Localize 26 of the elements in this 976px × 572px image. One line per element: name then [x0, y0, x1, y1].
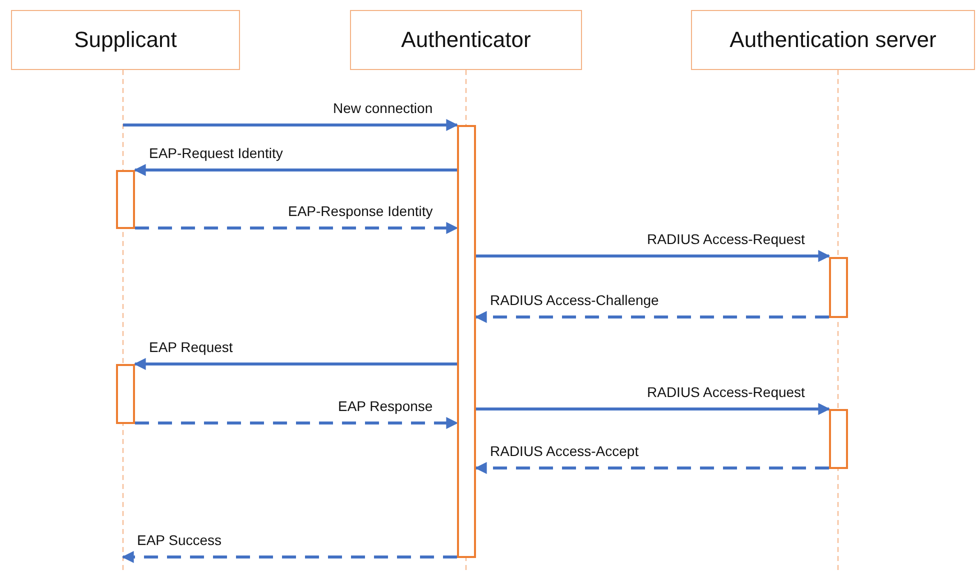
edge-label: RADIUS Access-Request — [645, 384, 807, 401]
participant-box: Supplicant — [11, 10, 240, 70]
participant-box: Authentication server — [691, 10, 975, 70]
arrow — [474, 311, 829, 323]
edge-label: RADIUS Access-Accept — [488, 443, 641, 460]
edge-label: EAP Response — [336, 398, 435, 415]
arrow — [134, 164, 457, 176]
arrow — [122, 551, 457, 563]
edge-label: EAP-Request Identity — [147, 145, 285, 162]
arrow — [135, 222, 458, 234]
arrow — [123, 119, 458, 131]
edge-label: EAP Request — [147, 339, 235, 356]
activation-bar — [829, 257, 848, 318]
edge-label: RADIUS Access-Challenge — [488, 292, 661, 309]
activation-bar — [457, 125, 476, 558]
arrow — [474, 462, 829, 474]
arrow — [135, 417, 458, 429]
activation-bar — [829, 409, 848, 469]
arrow — [134, 358, 457, 370]
arrow — [476, 403, 830, 415]
activation-bar — [116, 170, 135, 229]
participant-box: Authenticator — [350, 10, 582, 70]
activation-bar — [116, 364, 135, 424]
edge-label: RADIUS Access-Request — [645, 231, 807, 248]
arrow — [476, 250, 830, 262]
edge-label: EAP-Response Identity — [286, 203, 435, 220]
